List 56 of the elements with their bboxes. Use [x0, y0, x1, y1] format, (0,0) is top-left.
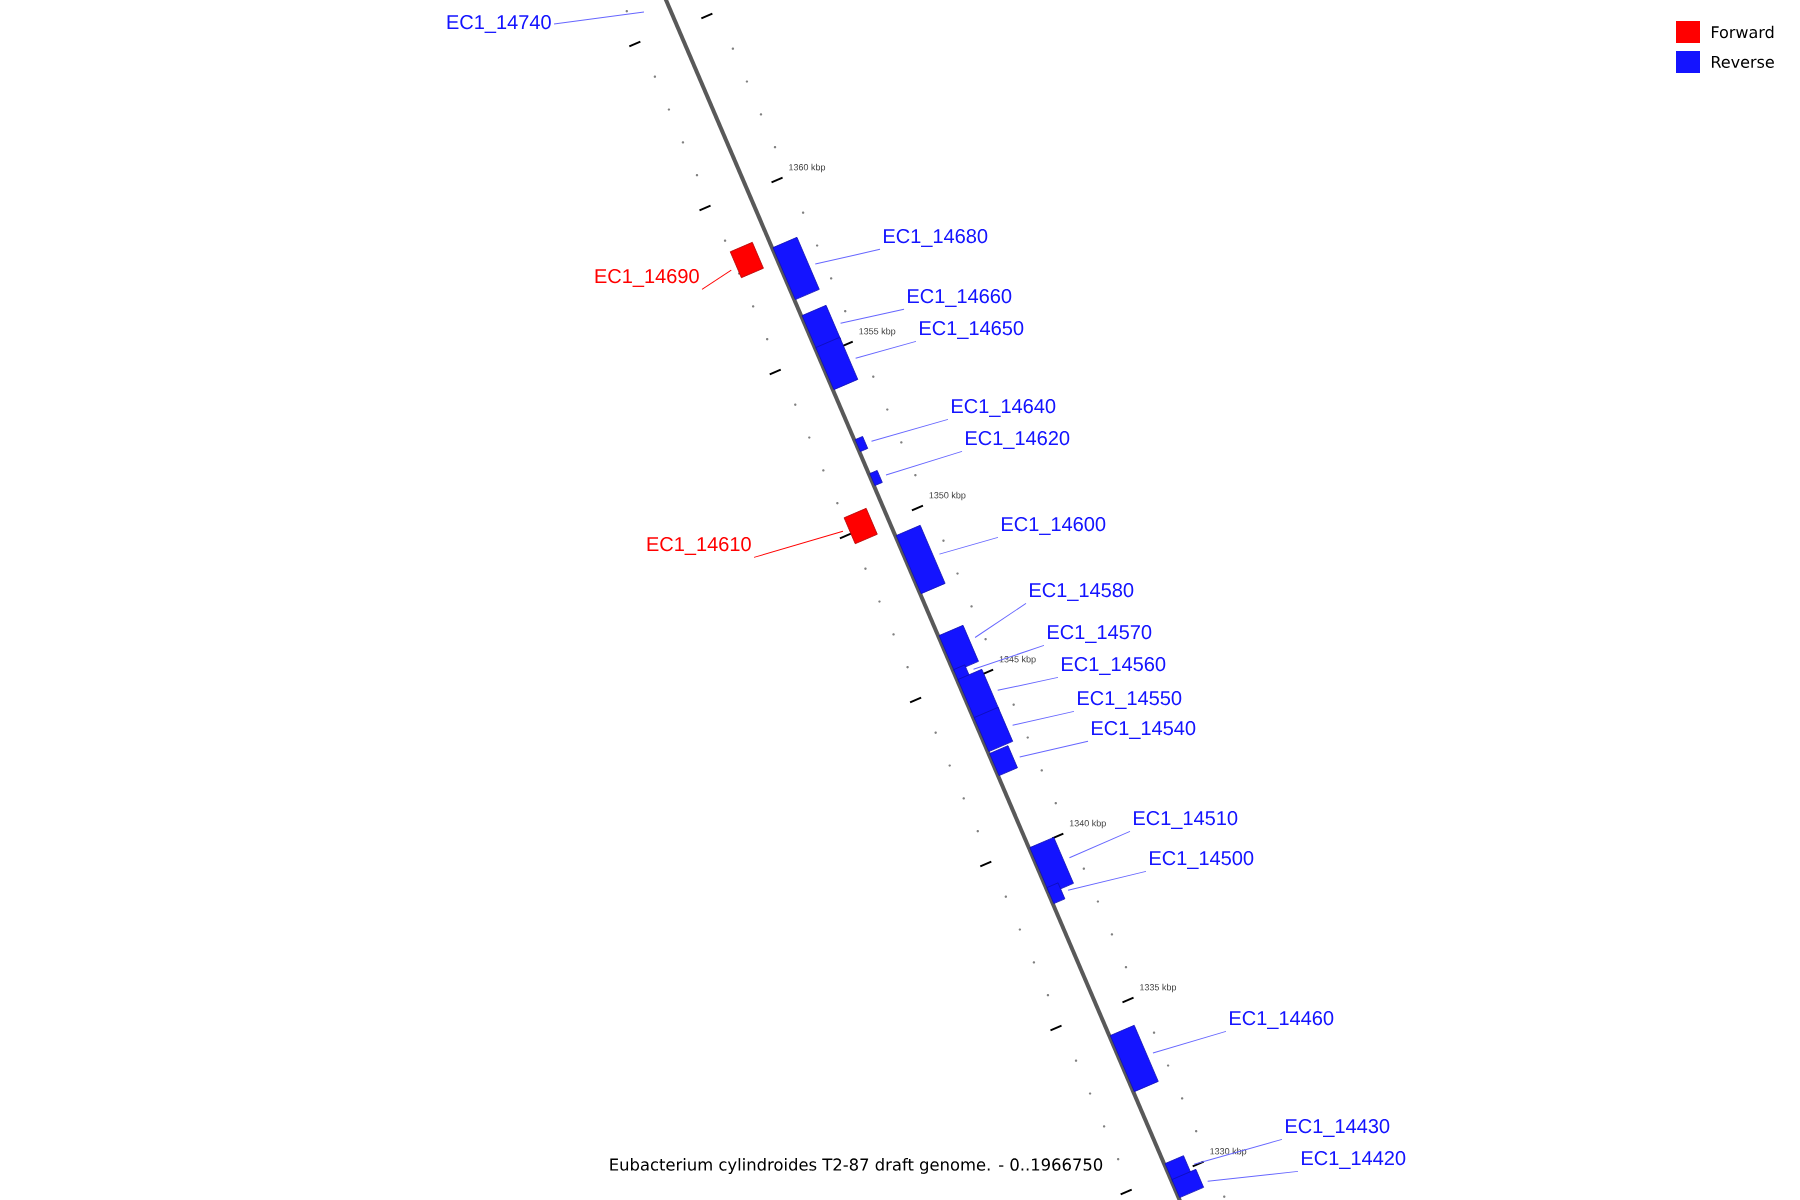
gene-label: EC1_14600	[1002, 517, 1106, 535]
legend-label: Reverse	[1712, 56, 1774, 68]
leader-line	[840, 308, 905, 324]
gene-block	[815, 336, 859, 391]
gene-label: EC1_14460	[1230, 1011, 1334, 1029]
gene-label: EC1_14650	[920, 321, 1024, 339]
gene-label: EC1_14570	[1048, 625, 1152, 643]
leader-line	[1012, 710, 1075, 726]
gene-label: EC1_14560	[1062, 657, 1166, 675]
leader-line	[814, 248, 881, 265]
gene-label: EC1_14680	[884, 229, 988, 247]
gene-label: EC1_14580	[1030, 583, 1134, 601]
gene-label: EC1_14740	[447, 15, 551, 33]
caption: Eubacterium cylindroides T2-87 draft genome. - 0..1966750	[610, 1158, 1103, 1174]
leader-line	[871, 418, 949, 442]
legend-label: Forward	[1712, 25, 1774, 39]
gene-label: EC1_14640	[952, 399, 1056, 417]
leader-line	[1152, 1030, 1227, 1054]
gene-block	[1109, 1024, 1159, 1093]
leader-line	[1207, 1170, 1299, 1182]
gene-label: EC1_14510	[1134, 811, 1238, 829]
leader-line	[885, 450, 963, 476]
gene-block	[989, 745, 1018, 776]
leader-line	[1068, 830, 1131, 859]
gene-label: EC1_14550	[1078, 691, 1182, 709]
leader-line	[973, 644, 1045, 670]
leader-line	[855, 340, 917, 359]
leader-line	[753, 530, 844, 558]
gene-label: EC1_14540	[1092, 721, 1196, 739]
leader-line	[553, 11, 645, 25]
gene-block	[1171, 1168, 1204, 1198]
gene-block	[938, 624, 979, 672]
gene-label: EC1_14690	[595, 269, 699, 287]
leader-line	[938, 536, 999, 555]
gene-label: EC1_14420	[1302, 1151, 1406, 1169]
leader-line	[1193, 1138, 1283, 1165]
gene-label: EC1_14660	[908, 289, 1012, 307]
gene-block	[854, 436, 869, 452]
gene-block	[1046, 882, 1066, 904]
gene-block	[1029, 837, 1074, 894]
gene-block	[895, 524, 946, 595]
gene-label: EC1_14500	[1150, 851, 1254, 869]
gene-block	[957, 668, 1000, 721]
gene-block	[801, 304, 841, 350]
gene-label: EC1_14610	[647, 537, 751, 555]
gene-block	[772, 236, 820, 300]
leader-line	[1067, 870, 1147, 891]
leader-line	[997, 676, 1059, 691]
gene-block	[843, 507, 878, 545]
leader-line	[1019, 740, 1089, 758]
leader-line	[701, 269, 732, 290]
leader-line	[974, 602, 1027, 639]
gene-label: EC1_14430	[1286, 1119, 1390, 1137]
gene-label: EC1_14620	[966, 431, 1070, 449]
gene-block	[869, 470, 883, 486]
gene-block	[729, 241, 764, 279]
